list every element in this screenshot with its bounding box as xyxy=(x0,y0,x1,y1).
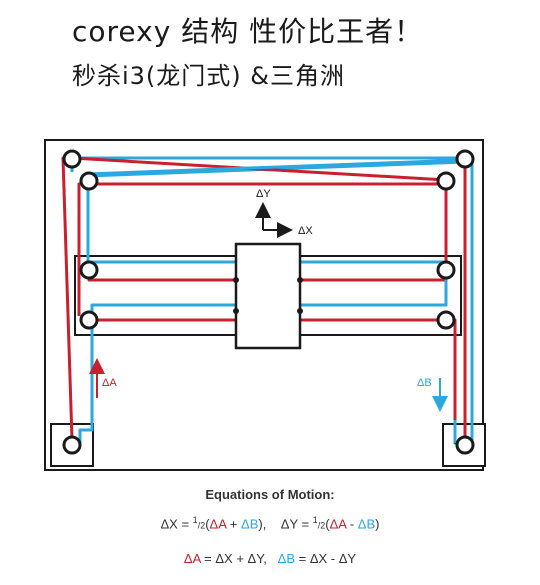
pulley-top-right-outer xyxy=(455,149,475,169)
eq-dy-lhs: ΔY = xyxy=(280,516,313,532)
page-title: corexy 结构 性价比王者！ xyxy=(72,15,424,48)
page-subtitle: 秒杀i3(龙门式) &三角洲 xyxy=(72,62,346,90)
pulley-gantry-right-bottom xyxy=(436,310,456,330)
pulley-top-left-inner xyxy=(79,171,99,191)
equation-da-db: ΔA = ΔX + ΔY, ΔB = ΔX - ΔY xyxy=(183,551,357,566)
pulley-top-right-inner xyxy=(436,171,456,191)
pulley-gantry-left-top xyxy=(79,260,99,280)
equation-dx-dy: ΔX = 1/2(ΔA + ΔB), ΔY = 1/2(ΔA - ΔB) xyxy=(160,515,380,532)
xy-axes-indicator xyxy=(255,202,293,238)
motor-pulley-a xyxy=(62,435,82,455)
carriage xyxy=(234,242,302,350)
dy-label: ΔY xyxy=(256,188,271,200)
carriage-anchors xyxy=(233,277,303,314)
belt-b-top xyxy=(87,158,466,176)
db-label: ΔB xyxy=(417,377,432,389)
equations-title: Equations of Motion: xyxy=(205,487,335,502)
pulley-top-left-outer xyxy=(62,149,82,169)
dx-label: ΔX xyxy=(298,225,313,237)
motor-pulley-b xyxy=(455,435,475,455)
pulley-gantry-right-top xyxy=(436,260,456,280)
printer-frame xyxy=(44,139,484,471)
pulleys xyxy=(62,149,475,455)
eq-dx-lhs: ΔX = xyxy=(160,516,193,532)
da-label: ΔA xyxy=(102,377,117,389)
pulley-gantry-left-bottom xyxy=(79,310,99,330)
